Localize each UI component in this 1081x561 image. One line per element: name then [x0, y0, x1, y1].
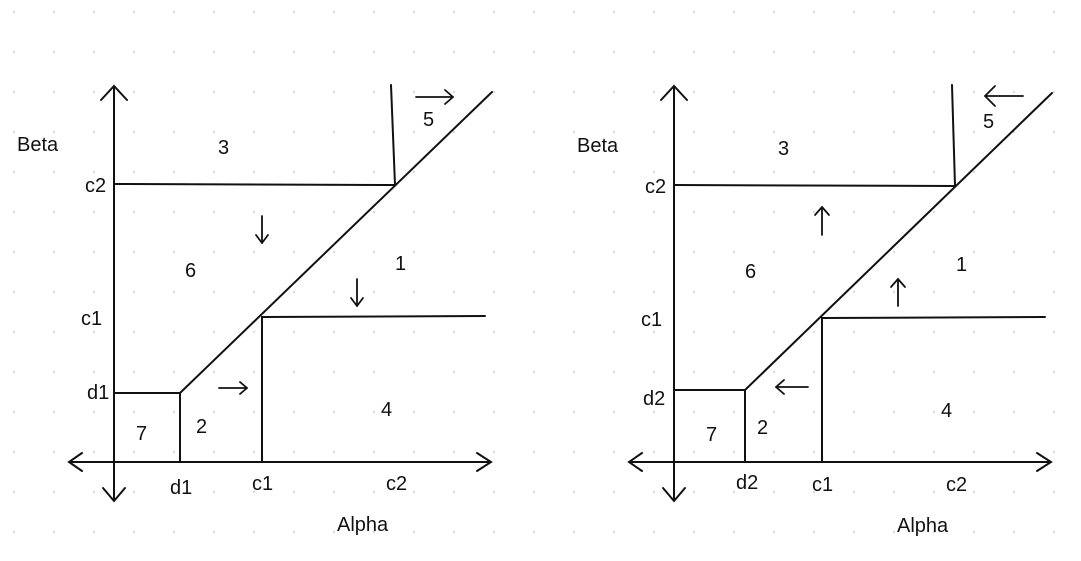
boundary-beta-c2 — [673, 184, 956, 187]
y-axis-bottom-arrowhead — [102, 487, 126, 503]
x-tick-d1: d1 — [170, 477, 192, 499]
y-axis-label: Beta — [577, 135, 619, 157]
boundary-beta-c1 — [261, 315, 486, 318]
x-tick-c2: c2 — [386, 473, 407, 495]
x-axis-left-arrowhead — [627, 452, 643, 472]
right-phase-diagram: Beta Alpha c2 c1 d2 d2 c1 c2 1 2 3 4 5 6… — [577, 84, 1053, 537]
diagonal-boundary — [744, 92, 1053, 391]
boundary-region-5 — [390, 84, 396, 186]
region-2-label: 2 — [757, 417, 768, 439]
x-axis-label: Alpha — [337, 514, 389, 536]
region-1-down-arrow — [350, 278, 364, 307]
y-tick-d1: d1 — [87, 382, 109, 404]
region-6-up-arrow — [814, 206, 830, 236]
region-1-label: 1 — [956, 254, 967, 276]
region-2-left-arrow — [775, 379, 809, 395]
region-7-label: 7 — [136, 423, 147, 445]
y-axis-top-arrowhead — [100, 84, 128, 101]
x-axis-right-arrowhead — [1036, 452, 1053, 472]
left-phase-diagram: Beta Alpha c2 c1 d1 d1 c1 c2 1 2 3 4 5 6… — [17, 84, 493, 536]
region-5-right-arrow — [415, 89, 454, 105]
dotted-background — [13, 11, 1055, 533]
region-3-label: 3 — [218, 137, 229, 159]
region-1-label: 1 — [395, 253, 406, 275]
y-axis-label: Beta — [17, 134, 59, 156]
x-tick-c1: c1 — [252, 473, 273, 495]
y-axis-bottom-arrowhead — [662, 487, 686, 503]
region-2-right-arrow — [218, 381, 248, 395]
y-tick-c2: c2 — [85, 175, 106, 197]
y-axis-top-arrowhead — [660, 84, 688, 101]
region-6-label: 6 — [745, 261, 756, 283]
region-2-label: 2 — [196, 416, 207, 438]
x-axis-left-arrowhead — [67, 452, 83, 472]
region-4-label: 4 — [941, 400, 952, 422]
diagonal-boundary — [179, 91, 493, 394]
boundary-region-5 — [951, 84, 956, 187]
boundary-beta-c2 — [113, 183, 396, 186]
y-tick-c1: c1 — [81, 308, 102, 330]
region-4-label: 4 — [381, 399, 392, 421]
x-axis-label: Alpha — [897, 515, 949, 537]
region-5-left-arrow — [984, 85, 1024, 107]
x-axis-right-arrowhead — [476, 452, 493, 472]
x-tick-c1: c1 — [812, 474, 833, 496]
region-5-label: 5 — [423, 109, 434, 131]
y-tick-c1: c1 — [641, 309, 662, 331]
region-3-label: 3 — [778, 138, 789, 160]
x-tick-d2: d2 — [736, 472, 758, 494]
y-tick-c2: c2 — [645, 176, 666, 198]
region-5-label: 5 — [983, 111, 994, 133]
region-7-label: 7 — [706, 424, 717, 446]
region-1-up-arrow — [890, 278, 906, 307]
boundary-beta-c1 — [821, 316, 1046, 319]
region-6-down-arrow — [255, 215, 269, 244]
y-tick-d2: d2 — [643, 388, 665, 410]
x-tick-c2: c2 — [946, 474, 967, 496]
region-6-label: 6 — [185, 260, 196, 282]
